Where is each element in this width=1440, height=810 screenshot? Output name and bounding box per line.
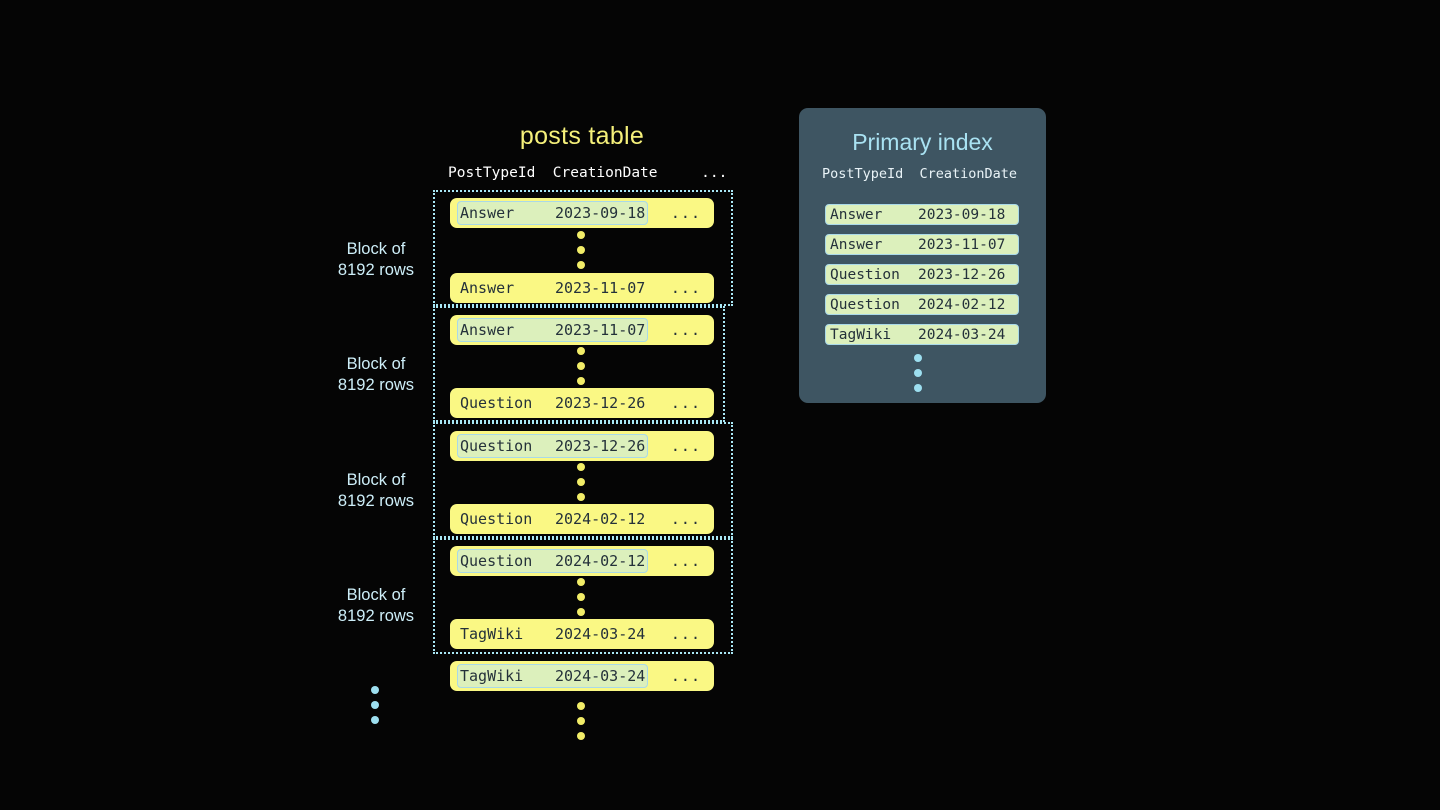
index-creation-date: 2023-09-18 bbox=[918, 206, 1006, 223]
block-label-3-line2: 8192 rows bbox=[337, 492, 415, 510]
index-row[interactable]: Question 2024-02-12 bbox=[825, 294, 1019, 315]
row-cells: Answer 2023-09-18 bbox=[457, 201, 649, 225]
row-post-type-id: Question bbox=[460, 510, 533, 528]
table-row[interactable]: Answer 2023-11-07 ... bbox=[450, 273, 714, 303]
block-label-1: Block of 8192 rows bbox=[296, 239, 456, 281]
index-post-type-id: Answer bbox=[830, 206, 883, 223]
index-creation-date: 2024-03-24 bbox=[918, 326, 1006, 343]
row-cells: Question 2024-02-12 bbox=[457, 549, 649, 573]
row-more-columns: ... bbox=[670, 279, 701, 297]
row-cells: TagWiki 2024-03-24 bbox=[457, 664, 649, 688]
primary-index-column-headers: PostTypeId CreationDate bbox=[822, 166, 1018, 182]
row-post-type-id: Question bbox=[460, 394, 533, 412]
block-label-4-line2: 8192 rows bbox=[337, 607, 415, 625]
index-creation-date: 2023-12-26 bbox=[918, 266, 1006, 283]
block-label-2-line2: 8192 rows bbox=[337, 376, 415, 394]
table-continuation-dots bbox=[577, 702, 585, 740]
block-label-1-line2: 8192 rows bbox=[337, 261, 415, 279]
index-row[interactable]: Question 2023-12-26 bbox=[825, 264, 1019, 285]
row-continuation-dots bbox=[577, 347, 585, 385]
row-more-columns: ... bbox=[670, 667, 701, 685]
row-cells: Question 2024-02-12 bbox=[457, 507, 648, 531]
index-post-type-id: Question bbox=[830, 296, 900, 313]
posts-table-title: posts table bbox=[519, 122, 645, 150]
table-row[interactable]: TagWiki 2024-03-24 ... bbox=[450, 661, 714, 691]
block-label-1-line1: Block of bbox=[346, 240, 406, 258]
table-row[interactable]: Question 2023-12-26 ... bbox=[450, 388, 714, 418]
row-cells: Answer 2023-11-07 bbox=[457, 276, 648, 300]
row-continuation-dots bbox=[577, 578, 585, 616]
table-row[interactable]: Answer 2023-11-07 ... bbox=[450, 315, 714, 345]
table-row[interactable]: Question 2023-12-26 ... bbox=[450, 431, 714, 461]
block-frame-4 bbox=[433, 538, 733, 654]
row-creation-date: 2023-12-26 bbox=[555, 437, 646, 455]
block-label-2-line1: Block of bbox=[346, 355, 406, 373]
row-continuation-dots bbox=[577, 463, 585, 501]
row-more-columns: ... bbox=[670, 437, 701, 455]
table-row[interactable]: Answer 2023-09-18 ... bbox=[450, 198, 714, 228]
block-frame-3 bbox=[433, 422, 733, 538]
table-row[interactable]: Question 2024-02-12 ... bbox=[450, 546, 714, 576]
index-continuation-dots bbox=[914, 354, 922, 392]
row-creation-date: 2024-02-12 bbox=[555, 510, 646, 528]
index-post-type-id: Answer bbox=[830, 236, 883, 253]
row-creation-date: 2023-11-07 bbox=[555, 279, 646, 297]
block-label-2: Block of 8192 rows bbox=[296, 354, 456, 396]
index-creation-date: 2024-02-12 bbox=[918, 296, 1006, 313]
row-more-columns: ... bbox=[670, 204, 701, 222]
row-post-type-id: Question bbox=[460, 552, 533, 570]
posts-table-column-headers: PostTypeId CreationDate ... bbox=[448, 165, 728, 181]
row-more-columns: ... bbox=[670, 625, 701, 643]
row-creation-date: 2024-03-24 bbox=[555, 625, 646, 643]
row-more-columns: ... bbox=[670, 552, 701, 570]
row-post-type-id: Answer bbox=[460, 321, 515, 339]
row-post-type-id: Question bbox=[460, 437, 533, 455]
row-creation-date: 2024-03-24 bbox=[555, 667, 646, 685]
table-row[interactable]: TagWiki 2024-03-24 ... bbox=[450, 619, 714, 649]
index-row[interactable]: TagWiki 2024-03-24 bbox=[825, 324, 1019, 345]
row-cells: Question 2023-12-26 bbox=[457, 434, 649, 458]
block-label-4-line1: Block of bbox=[346, 586, 406, 604]
block-label-3: Block of 8192 rows bbox=[296, 470, 456, 512]
row-creation-date: 2024-02-12 bbox=[555, 552, 646, 570]
primary-index-panel: Primary index PostTypeId CreationDate An… bbox=[799, 108, 1046, 403]
index-creation-date: 2023-11-07 bbox=[918, 236, 1006, 253]
row-continuation-dots bbox=[577, 231, 585, 269]
row-creation-date: 2023-09-18 bbox=[555, 204, 646, 222]
primary-index-title: Primary index bbox=[852, 129, 993, 155]
row-post-type-id: Answer bbox=[460, 279, 515, 297]
table-row[interactable]: Question 2024-02-12 ... bbox=[450, 504, 714, 534]
index-row[interactable]: Answer 2023-11-07 bbox=[825, 234, 1019, 255]
row-cells: Answer 2023-11-07 bbox=[457, 318, 649, 342]
row-more-columns: ... bbox=[670, 510, 701, 528]
row-post-type-id: TagWiki bbox=[460, 625, 524, 643]
row-post-type-id: TagWiki bbox=[460, 667, 524, 685]
row-cells: Question 2023-12-26 bbox=[457, 391, 648, 415]
row-creation-date: 2023-12-26 bbox=[555, 394, 646, 412]
block-label-3-line1: Block of bbox=[346, 471, 406, 489]
block-label-4: Block of 8192 rows bbox=[296, 585, 456, 627]
row-more-columns: ... bbox=[670, 321, 701, 339]
block-continuation-dots bbox=[371, 686, 379, 724]
block-frame-1 bbox=[433, 190, 733, 306]
row-creation-date: 2023-11-07 bbox=[555, 321, 646, 339]
index-post-type-id: TagWiki bbox=[830, 326, 892, 343]
row-post-type-id: Answer bbox=[460, 204, 515, 222]
index-row[interactable]: Answer 2023-09-18 bbox=[825, 204, 1019, 225]
block-frame-2 bbox=[433, 306, 725, 422]
row-cells: TagWiki 2024-03-24 bbox=[457, 622, 648, 646]
index-post-type-id: Question bbox=[830, 266, 900, 283]
row-more-columns: ... bbox=[670, 394, 701, 412]
